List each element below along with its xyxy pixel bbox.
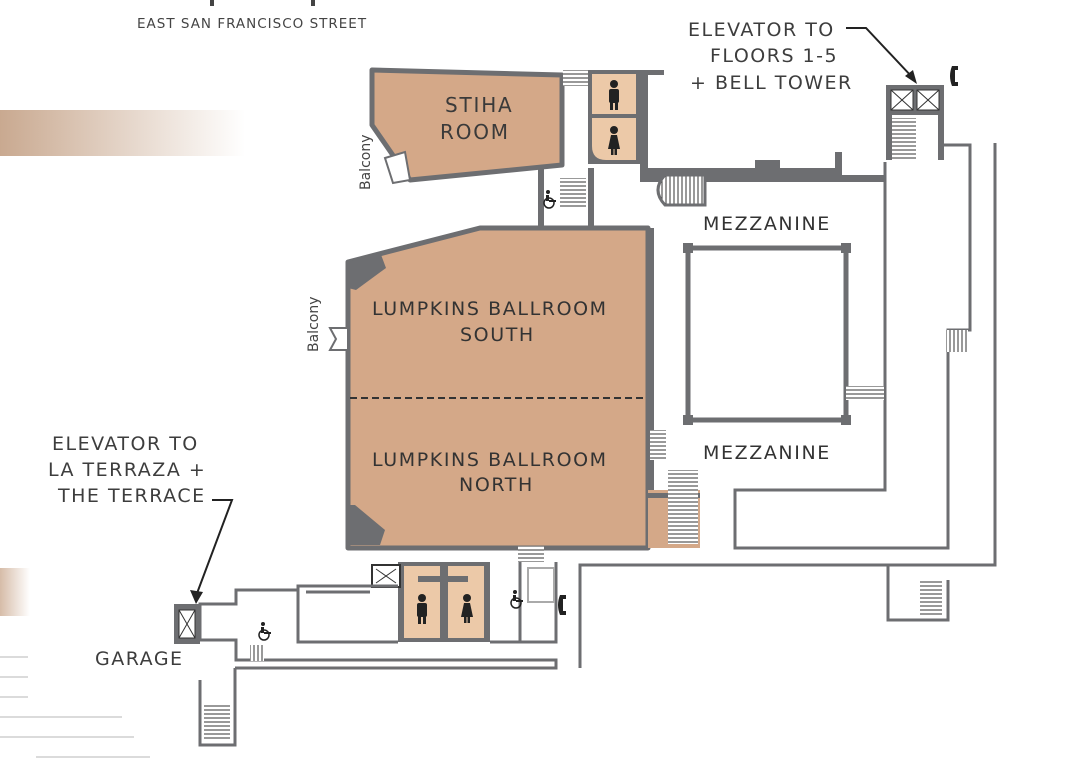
garage-label: GARAGE <box>95 648 184 670</box>
balcony-label-stiha: Balcony <box>358 135 374 191</box>
service-elevator <box>371 564 401 588</box>
arrowhead-upper <box>905 70 917 84</box>
stairs-icon <box>563 70 589 86</box>
restroom-women-icon <box>461 594 473 623</box>
mezzanine-label-south: MEZZANINE <box>703 442 831 464</box>
stairs-east-corridor <box>946 330 968 352</box>
elevator-label-lower-line1: ELEVATOR TO <box>52 433 199 455</box>
stairs-garage <box>204 705 230 739</box>
ballroom-balcony <box>328 327 349 351</box>
ballroom-north-label-2: NORTH <box>459 474 534 496</box>
telephone-icon <box>950 66 958 86</box>
mezzanine-label-north: MEZZANINE <box>703 213 831 235</box>
ballroom-north-label-1: LUMPKINS BALLROOM <box>372 449 608 471</box>
restroom-men-icon <box>609 80 619 110</box>
south-restrooms <box>398 562 490 642</box>
stairs-ballroom-east <box>668 470 698 544</box>
wheelchair-icon <box>543 190 556 209</box>
wheelchair-icon <box>510 590 523 609</box>
elevator-pointer-arrow-lower <box>195 499 234 597</box>
decorative-gradient-bar-small <box>0 568 30 616</box>
stairs-mezzanine-west <box>650 430 666 460</box>
telephone-icon <box>558 595 566 615</box>
curved-stair <box>656 173 707 207</box>
stairs-mezzanine-east <box>846 386 884 400</box>
stairs-southeast <box>920 580 942 616</box>
stiha-ballroom-connector <box>538 168 594 226</box>
elevator-label-lower-line3: THE TERRACE <box>57 485 206 507</box>
restroom-women-icon <box>608 126 620 155</box>
restroom-men-icon <box>417 594 427 624</box>
elevator-label-upper-line3: + BELL TOWER <box>690 72 853 94</box>
stairs-garage-link <box>250 645 264 661</box>
east-corridor-walls <box>578 143 997 668</box>
stiha-room-label-1: STIHA <box>445 93 514 117</box>
stairs-south-entry <box>518 546 544 562</box>
lumpkins-ballroom <box>345 225 700 551</box>
ballroom-south-label-1: LUMPKINS BALLROOM <box>372 298 608 320</box>
decorative-gradient-bar <box>0 110 245 156</box>
ballroom-south-label-2: SOUTH <box>460 324 535 346</box>
stiha-room-label-2: ROOM <box>440 120 510 144</box>
elevator-label-upper-line2: FLOORS 1-5 <box>710 45 838 67</box>
upper-elevator-block <box>886 85 944 160</box>
south-corridor-walls <box>198 562 558 747</box>
wheelchair-icon <box>258 622 271 641</box>
service-room <box>527 567 555 603</box>
upper-restrooms <box>588 70 640 164</box>
balcony-label-ballroom: Balcony <box>306 297 322 353</box>
north-corridor-walls <box>640 70 885 182</box>
elevator-label-lower-line2: LA TERRAZA + <box>48 459 206 481</box>
garage-elevator <box>174 604 200 644</box>
elevator-pointer-arrow-upper <box>846 27 914 79</box>
street-label: EAST SAN FRANCISCO STREET <box>137 16 367 32</box>
mezzanine-atrium <box>683 243 851 425</box>
arrowhead-lower <box>190 590 203 604</box>
stiha-room <box>369 67 565 185</box>
elevator-label-upper-line1: ELEVATOR TO <box>688 19 835 41</box>
street-marker <box>210 0 315 6</box>
decorative-lines <box>0 656 150 758</box>
